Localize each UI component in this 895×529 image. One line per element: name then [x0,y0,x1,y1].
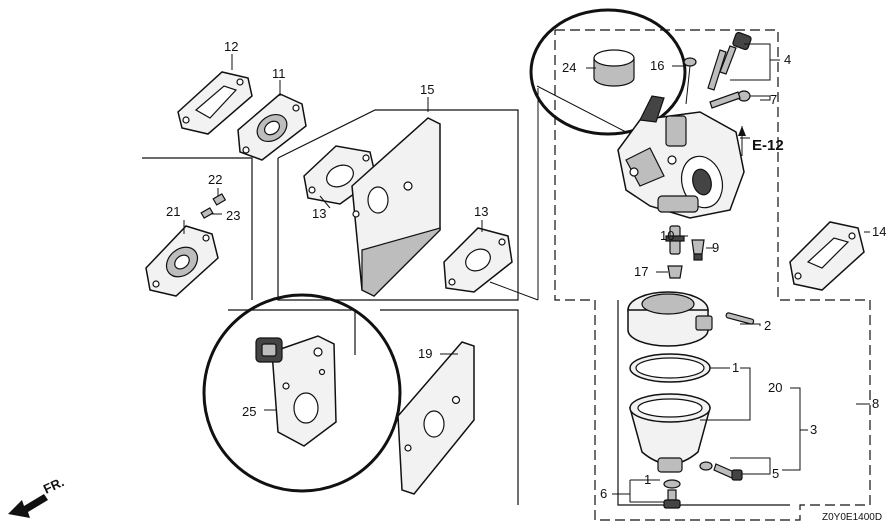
part-6-bolt [663,479,681,509]
callout-13-right: 13 [474,204,488,219]
leader-lines [183,43,870,503]
callout-20: 20 [768,380,782,395]
part-10-jet [665,225,685,255]
float-assembly [627,291,713,347]
callout-23: 23 [226,208,240,223]
part-2-pin [725,312,755,325]
front-label: FR. [41,474,66,496]
callout-10: 10 [660,228,674,243]
callout-5: 5 [772,466,779,481]
part-5-drain-screw [699,461,743,481]
reference-arrow-icon [738,126,746,136]
callout-21: 21 [166,204,180,219]
part-13-gasket-right [443,227,513,293]
callout-15: 15 [420,82,434,97]
part-12-gasket [177,71,253,135]
part-20-float-chamber [629,393,711,473]
part-16-screw [683,57,697,105]
callout-1-upper: 1 [732,360,739,375]
callout-1-lower: 1 [644,472,651,487]
front-arrow-icon [8,494,48,518]
part-15-plate [351,117,441,297]
callout-24: 24 [562,60,576,75]
callout-16: 16 [650,58,664,73]
callout-2: 2 [764,318,771,333]
highlight-circle-24 [529,8,687,136]
callout-6: 6 [600,486,607,501]
part-14-gasket [789,221,865,291]
callout-11: 11 [272,66,286,81]
front-direction-indicator: FR. [8,474,66,518]
callout-17: 17 [634,264,648,279]
callout-8: 8 [872,396,879,411]
callout-25: 25 [242,404,256,419]
callout-13-left: 13 [312,206,326,221]
callout-labels: 12 11 15 13 13 21 22 23 25 19 24 16 4 7 … [166,39,886,501]
part-1-gasket-ring [629,353,711,383]
reference-label: E-12 [752,137,784,154]
carburetor-body [617,95,745,219]
callout-12: 12 [224,39,238,54]
part-23-pin [200,207,214,219]
callout-3: 3 [810,422,817,437]
part-21-insulator [145,225,219,297]
callout-22: 22 [208,172,222,187]
part-24-cap [593,49,635,87]
part-9-jet [691,239,705,261]
callout-14: 14 [872,224,886,239]
callout-9: 9 [712,240,719,255]
callout-19: 19 [418,346,432,361]
callout-4: 4 [784,52,791,67]
reference-e12: E-12 [738,126,784,156]
part-11-insulator [237,93,307,161]
part-19-plate [397,341,475,495]
part-17-jet [667,265,683,279]
part-25-bracket [255,335,337,447]
highlight-circle-25 [202,293,402,493]
part-4-screws [707,31,752,91]
diagram-code: Z0Y0E1400D [822,512,882,523]
part-22-pin [212,193,227,206]
callout-7: 7 [770,92,777,107]
part-7-screw [709,90,751,109]
group-boxes [142,29,871,521]
